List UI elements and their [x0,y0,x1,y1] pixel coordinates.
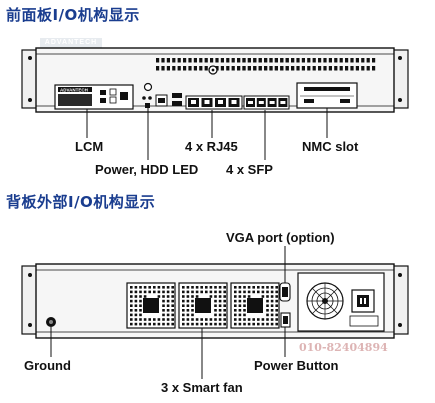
label-rj45: 4 x RJ45 [185,139,238,154]
screw-icon [398,56,402,60]
screw-icon [28,273,32,277]
usb-port [172,101,182,106]
screw-icon [398,98,402,102]
rear-leader-lines [50,246,286,379]
lcm-brand-text: ADVANTECH [60,87,88,92]
label-power-button: Power Button [254,358,339,373]
smart-fan-icon [126,282,176,329]
screw-icon [398,323,402,327]
power-icon [143,82,153,92]
sfp-port [246,98,255,107]
rj45-port [215,98,226,107]
label-smart-fan: 3 x Smart fan [161,380,243,395]
sfp-port [256,98,266,107]
rj45-group [185,95,243,110]
lcm-module: ADVANTECH [54,84,134,110]
rear-chassis [21,246,409,379]
usb-port [172,93,182,98]
advantech-watermark: ADVANTECH [40,38,102,48]
rear-panel-title: 背板外部I/O机构显示 [6,193,156,211]
label-sfp: 4 x SFP [226,162,273,177]
front-chassis: ADVANTECH [21,47,409,160]
smart-fan-group [126,282,280,329]
led-icon [142,96,146,100]
phone-watermark: 010-82404894 [299,341,388,354]
nmc-slot [296,82,358,109]
label-vga-port: VGA port (option) [226,230,335,245]
label-power-hdd-led: Power, HDD LED [95,162,199,177]
rj45-port [201,98,213,107]
front-vent-grille [156,58,376,71]
screw-icon [28,56,32,60]
power-hdd-led [142,82,153,108]
led-icon [148,96,152,100]
sfp-port [278,98,288,107]
screw-icon [28,323,32,327]
smart-fan-icon [230,282,280,329]
front-panel-title: 前面板I/O机构显示 [6,6,140,24]
sfp-port [267,98,277,107]
label-ground: Ground [24,358,71,373]
label-lcm: LCM [75,139,104,154]
sfp-group [243,95,290,110]
front-leader-lines [86,108,328,160]
rj45-port [228,98,240,107]
smart-fan-icon [178,282,228,329]
screw-icon [398,273,402,277]
label-nmc-slot: NMC slot [302,139,359,154]
psu-module [297,272,385,332]
screw-icon [28,98,32,102]
rj45-port [188,98,199,107]
